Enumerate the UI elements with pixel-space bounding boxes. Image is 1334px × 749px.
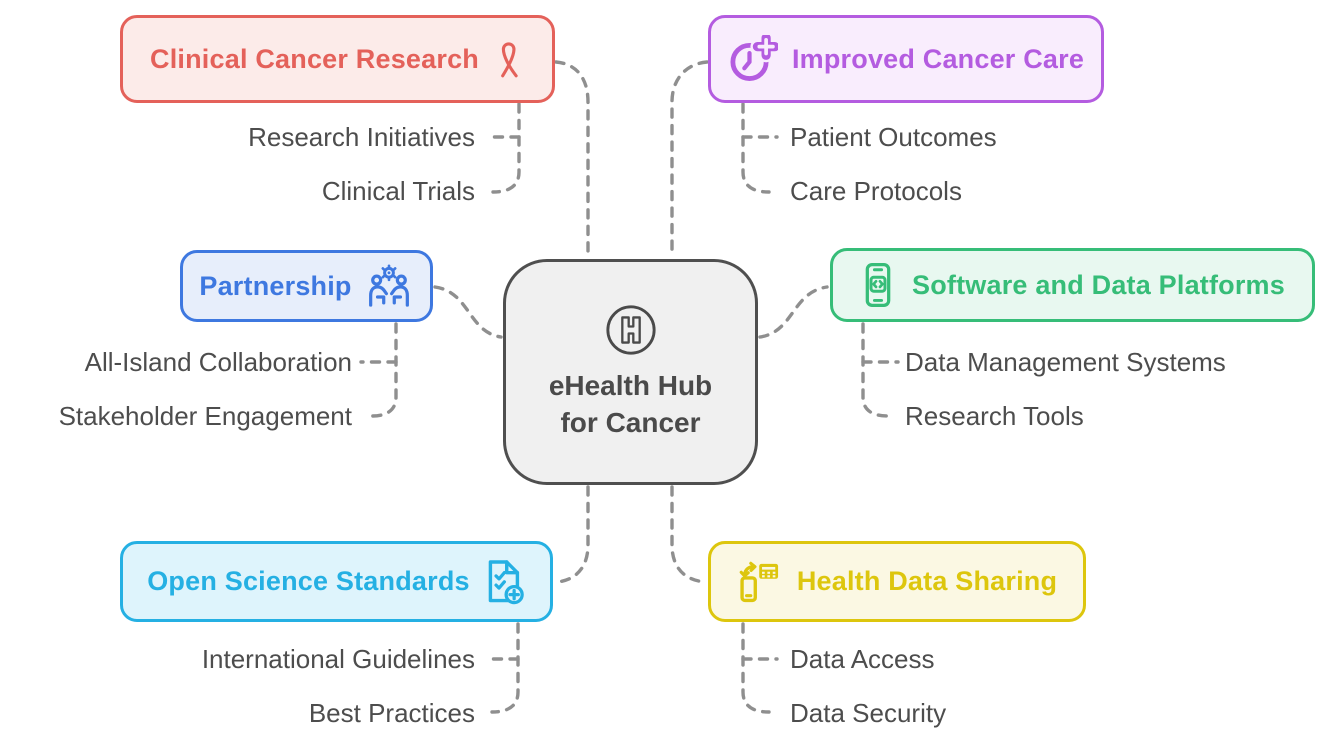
child-node-best-practices[interactable]: Best Practices [308,698,475,728]
child-node-care-protocols[interactable]: Care Protocols [790,176,962,206]
child-node-international-guidelines[interactable]: International Guidelines [201,644,475,674]
branch-label: Improved Cancer Care [791,43,1085,74]
stopwatch-plus-icon [728,35,778,83]
sub-connectors [359,102,900,714]
branch-label: Software and Data Platforms [912,269,1285,300]
child-node-data-management-systems[interactable]: Data Management Systems [905,347,1226,377]
child-node-patient-outcomes[interactable]: Patient Outcomes [790,122,997,152]
collaboration-gear-icon [364,264,414,308]
branch-node-partnership[interactable]: Partnership [180,250,433,322]
child-node-clinical-trials[interactable]: Clinical Trials [321,176,475,206]
center-title: eHealth Hub for Cancer [549,367,712,441]
child-node-stakeholder-engagement[interactable]: Stakeholder Engagement [58,401,352,431]
branch-label: Health Data Sharing [796,566,1058,596]
center-title-line1: eHealth Hub [548,370,713,401]
branch-node-improved-cancer-care[interactable]: Improved Cancer Care [708,15,1104,103]
branch-node-clinical-cancer-research[interactable]: Clinical Cancer Research [120,15,555,103]
branch-label: Open Science Standards [147,566,470,596]
child-node-data-access[interactable]: Data Access [790,644,935,674]
data-sharing-phone-icon [737,560,782,604]
phone-code-icon [860,262,896,308]
main-connectors [433,60,829,584]
child-node-research-initiatives[interactable]: Research Initiatives [248,122,475,152]
branch-label: Clinical Cancer Research [150,43,479,74]
child-node-data-security[interactable]: Data Security [790,698,947,728]
branch-label: Partnership [199,270,352,301]
center-title-line2: for Cancer [560,407,701,438]
awareness-ribbon-icon [495,38,525,80]
hospital-h-icon [604,303,658,357]
center-node-ehealth-hub[interactable]: eHealth Hub for Cancer [503,259,758,485]
checklist-plus-icon [483,559,526,605]
branch-node-software-and-data-platforms[interactable]: Software and Data Platforms [830,248,1315,322]
branch-node-health-data-sharing[interactable]: Health Data Sharing [708,541,1086,622]
child-node-research-tools[interactable]: Research Tools [905,401,1084,431]
child-node-all-island-collaboration[interactable]: All-Island Collaboration [84,347,352,377]
branch-node-open-science-standards[interactable]: Open Science Standards [120,541,553,622]
